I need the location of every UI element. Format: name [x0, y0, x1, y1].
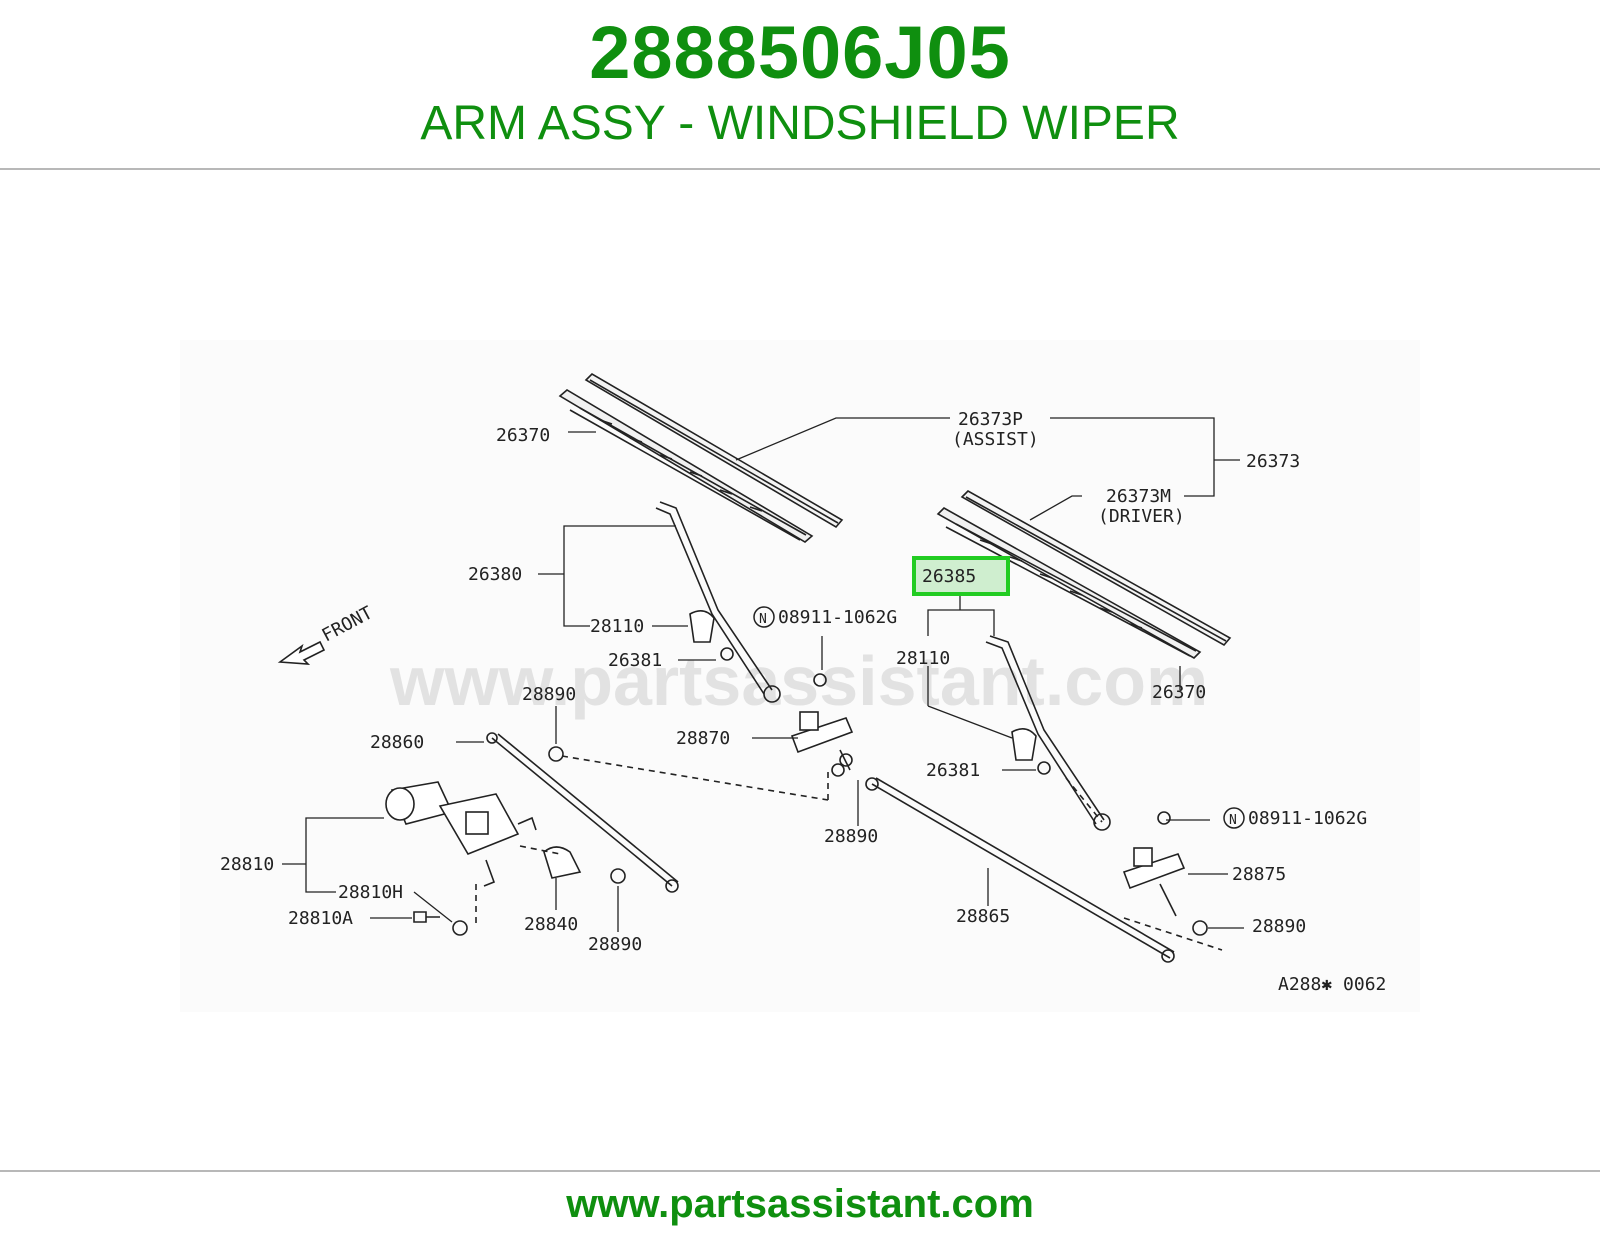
label-26373m[interactable]: 26373M [1106, 486, 1171, 507]
label-28875[interactable]: 28875 [1232, 864, 1286, 885]
page-header: 2888506J05 ARM ASSY - WINDSHIELD WIPER [0, 0, 1600, 170]
link-rod-28865 [865, 777, 1175, 963]
highlight-box [912, 556, 1010, 596]
label-28890-c[interactable]: 28890 [588, 934, 642, 955]
label-28890-d[interactable]: 28890 [1252, 916, 1306, 937]
label-28890-a[interactable]: 28890 [522, 684, 576, 705]
part-description: ARM ASSY - WINDSHIELD WIPER [420, 97, 1180, 150]
label-28840[interactable]: 28840 [524, 914, 578, 935]
diagram-code: A288✱ 0062 [1278, 974, 1386, 995]
label-26381-right[interactable]: 26381 [926, 760, 980, 781]
label-driver: (DRIVER) [1098, 506, 1185, 527]
label-28810h[interactable]: 28810H [338, 882, 403, 903]
diagram-background [180, 340, 1420, 1012]
grommet-28890-d [1192, 920, 1208, 936]
grommet-28810h [452, 920, 468, 936]
label-08911-right[interactable]: 08911-1062G [1248, 808, 1367, 829]
label-28110-left[interactable]: 28110 [590, 616, 644, 637]
label-28870[interactable]: 28870 [676, 728, 730, 749]
watermark-text: www.partsassistant.com [389, 642, 1208, 720]
wiper-motor [385, 781, 537, 887]
label-26381-left[interactable]: 26381 [608, 650, 662, 671]
footer-link[interactable]: www.partsassistant.com [566, 1182, 1034, 1226]
label-26370-left[interactable]: 26370 [496, 425, 550, 446]
parts-diagram: www.partsassistant.com [180, 340, 1420, 1012]
left-wiper-blade [558, 372, 844, 543]
label-28860[interactable]: 28860 [370, 732, 424, 753]
nut-symbol-right [1223, 807, 1245, 829]
label-26385[interactable]: 26385 [922, 566, 976, 587]
label-26373[interactable]: 26373 [1246, 451, 1300, 472]
link-rod-28860 [486, 732, 679, 893]
part-number-title: 2888506J05 [589, 11, 1011, 94]
label-26380[interactable]: 26380 [468, 564, 522, 585]
label-28810[interactable]: 28810 [220, 854, 274, 875]
left-wiper-arm [655, 501, 827, 703]
nut-n-right: N [1229, 813, 1237, 828]
nut-n-left: N [759, 612, 767, 627]
label-assist: (ASSIST) [952, 429, 1039, 450]
left-pivot-assembly [790, 711, 854, 771]
grommet-28890-a [548, 746, 564, 762]
right-wiper-blade [936, 490, 1232, 659]
grommet-28890-b [831, 763, 845, 777]
label-28110-right[interactable]: 28110 [896, 648, 950, 669]
nut-symbol-left [753, 606, 775, 628]
footer-divider [0, 1170, 1600, 1172]
motor-bracket [543, 846, 582, 879]
grommet-28890-c [610, 868, 626, 884]
bolt-28810a [413, 911, 440, 923]
label-26373p[interactable]: 26373P [958, 409, 1023, 430]
label-26370-right[interactable]: 26370 [1152, 682, 1206, 703]
header-divider [0, 168, 1600, 170]
label-28890-b[interactable]: 28890 [824, 826, 878, 847]
label-28810a[interactable]: 28810A [288, 908, 353, 929]
label-08911-left[interactable]: 08911-1062G [778, 607, 897, 628]
right-pivot-assembly [1122, 847, 1186, 917]
label-28865[interactable]: 28865 [956, 906, 1010, 927]
